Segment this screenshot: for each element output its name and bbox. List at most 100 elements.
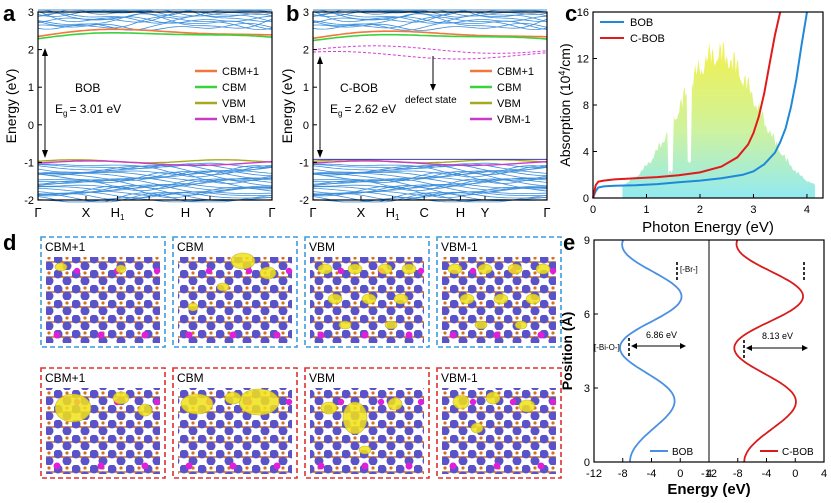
y-tick-label: -1 bbox=[299, 157, 309, 169]
charge-density-cloud bbox=[238, 388, 280, 416]
atom-marker bbox=[245, 267, 253, 275]
band-line bbox=[37, 178, 273, 187]
band-lines bbox=[37, 9, 273, 203]
potential-curve bbox=[733, 239, 804, 463]
atom-marker bbox=[469, 398, 477, 406]
x-tick-label: 3 bbox=[750, 204, 756, 216]
bi-o-tag: [-Bi-O-] bbox=[594, 343, 620, 352]
band-line bbox=[312, 16, 548, 31]
panel-label-d: d bbox=[3, 230, 16, 255]
band-line bbox=[37, 28, 273, 38]
charge-density-cloud bbox=[377, 263, 393, 275]
x-tick-label: Γ bbox=[543, 205, 550, 220]
charge-density-cloud bbox=[216, 282, 230, 292]
x-tick-label: -12 bbox=[701, 468, 717, 480]
charge-density-cloud bbox=[470, 422, 484, 434]
y-tick-label: 1 bbox=[28, 82, 34, 94]
x-tick-label: Y bbox=[481, 205, 490, 220]
orbital-title: VBM bbox=[309, 371, 335, 385]
charge-density-cloud bbox=[452, 394, 470, 410]
atom-marker bbox=[405, 331, 413, 339]
x-tick-label: H1 bbox=[111, 205, 125, 222]
charge-density-cloud bbox=[112, 391, 130, 405]
band-line bbox=[312, 51, 548, 60]
y-tick-label: 0 bbox=[28, 120, 34, 132]
x-tick-subscript: 1 bbox=[395, 213, 400, 222]
charge-density-cloud bbox=[401, 263, 417, 275]
x-tick-label: H bbox=[456, 205, 465, 220]
band-line bbox=[37, 191, 273, 201]
x-tick-label: 1 bbox=[643, 204, 649, 216]
charge-density-cloud bbox=[180, 393, 214, 415]
band-line bbox=[312, 13, 548, 24]
band-line bbox=[37, 190, 273, 196]
charge-density-cloud bbox=[518, 399, 536, 413]
band-line bbox=[37, 191, 272, 199]
charge-density-cloud bbox=[525, 293, 541, 305]
charge-density-cloud bbox=[137, 403, 153, 417]
orbital-title: VBM-1 bbox=[441, 371, 478, 385]
atom-marker bbox=[337, 267, 345, 275]
legend-label: VBM bbox=[222, 98, 246, 110]
band-line bbox=[312, 45, 548, 54]
charge-density-cloud bbox=[393, 293, 409, 305]
charge-density-cloud bbox=[115, 264, 127, 274]
material-label: C-BOB bbox=[340, 81, 378, 95]
atom-marker bbox=[185, 331, 193, 339]
panel-label-e: e bbox=[563, 230, 575, 255]
atom-marker bbox=[549, 398, 557, 406]
y-tick-label: 3 bbox=[303, 7, 309, 19]
y-tick-label: 6 bbox=[584, 309, 590, 321]
charge-density-cloud bbox=[387, 397, 403, 411]
atom-marker bbox=[361, 331, 369, 339]
atom-marker bbox=[273, 331, 281, 339]
y-tick-label: 3 bbox=[584, 383, 590, 395]
y-tick-label: 3 bbox=[28, 7, 34, 19]
atom-marker bbox=[273, 462, 281, 470]
band-line bbox=[312, 184, 548, 194]
x-tick-label: 4 bbox=[804, 204, 810, 216]
band-line bbox=[37, 162, 273, 168]
solar-spectrum bbox=[622, 41, 815, 199]
band-line bbox=[37, 170, 273, 180]
atomic-structure bbox=[310, 388, 424, 474]
charge-density-cloud bbox=[317, 263, 333, 275]
band-line bbox=[312, 191, 548, 201]
charge-density-cloud bbox=[474, 320, 488, 330]
atom-marker bbox=[469, 267, 477, 275]
x-tick-label: Y bbox=[206, 205, 215, 220]
legend-label: VBM bbox=[497, 98, 521, 110]
x-tick-label: C bbox=[144, 205, 153, 220]
atom-marker bbox=[141, 462, 149, 470]
atom-marker bbox=[229, 462, 237, 470]
legend-label: CBM+1 bbox=[222, 66, 259, 78]
charge-density-cloud bbox=[514, 320, 528, 330]
x-tick-label: 0 bbox=[590, 204, 596, 216]
y-tick-label: 9 bbox=[584, 235, 590, 247]
band-line bbox=[37, 185, 273, 199]
band-line bbox=[37, 9, 273, 23]
band-line bbox=[37, 169, 273, 175]
charge-density-cloud bbox=[485, 391, 501, 405]
atom-marker bbox=[493, 462, 501, 470]
y-tick-label: 0 bbox=[584, 457, 590, 469]
gap-arrow-bob bbox=[631, 343, 686, 349]
x-tick-label: 0 bbox=[677, 468, 683, 480]
orbital-title: CBM+1 bbox=[45, 371, 86, 385]
y-axis-label: Position (Å) bbox=[559, 312, 575, 391]
x-tick-label: 2 bbox=[697, 204, 703, 216]
charge-density-cloud bbox=[447, 263, 463, 275]
atom-marker bbox=[417, 398, 425, 406]
x-tick-label: -8 bbox=[733, 468, 743, 480]
band-gap-label: Eg= 3.01 eV bbox=[55, 102, 121, 118]
x-tick-label: X bbox=[357, 205, 366, 220]
y-tick-label: 0 bbox=[303, 120, 309, 132]
